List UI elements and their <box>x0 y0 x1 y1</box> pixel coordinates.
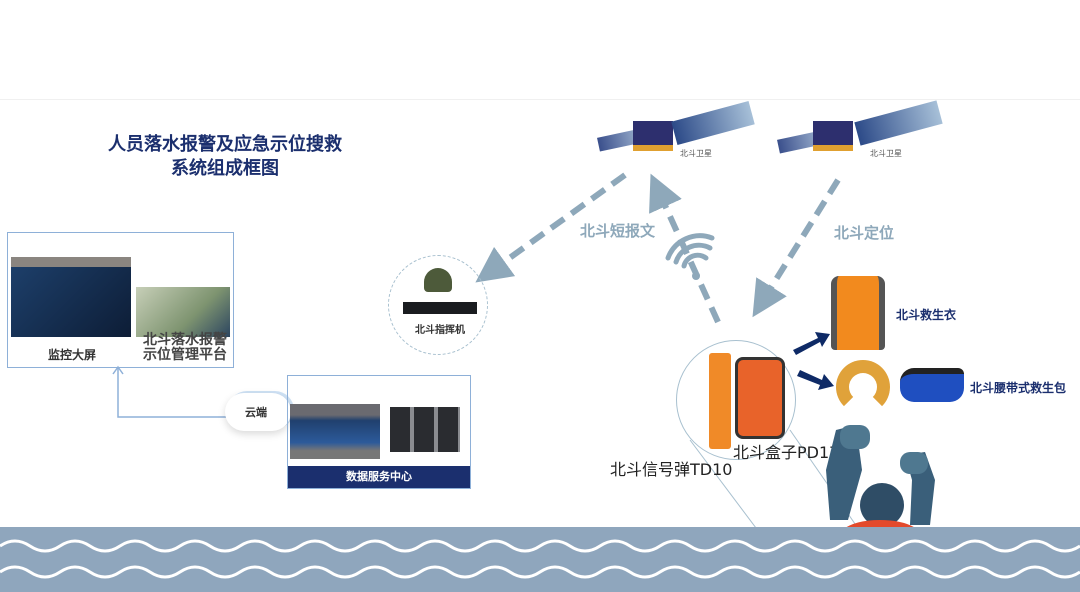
commander-circle: 北斗指挥机 <box>388 255 488 355</box>
server-rack-image <box>390 407 460 452</box>
page-title: 人员落水报警及应急示位搜救 系统组成框图 <box>60 133 390 181</box>
cloud-label: 云端 <box>245 406 267 419</box>
satellite-2-label: 北斗卫星 <box>870 149 902 158</box>
short-message-label: 北斗短报文 <box>580 222 656 240</box>
commander-device-image <box>403 302 477 314</box>
commander-label: 北斗指挥机 <box>415 325 465 336</box>
satellite-1: 北斗卫星 <box>597 101 758 170</box>
lifejacket-label: 北斗救生衣 <box>896 308 957 322</box>
beidou-box-image <box>735 357 785 439</box>
satellite-2: 北斗卫星 <box>777 100 948 170</box>
monitor-screen-label: 监控大屏 <box>48 348 97 362</box>
lifejacket-image <box>831 276 885 350</box>
navy-arrows <box>793 332 834 390</box>
datacenter-panel: 数据服务中心 <box>287 375 471 489</box>
cloud-icon: 云端 <box>225 393 291 431</box>
beltbag-label: 北斗腰带式救生包 <box>970 381 1067 395</box>
cloud-to-monitor-line <box>117 368 226 418</box>
title-line-1: 人员落水报警及应急示位搜救 <box>108 134 342 155</box>
monitor-wall-image <box>11 257 131 337</box>
signal-beacon-image <box>709 353 731 449</box>
beacon-label: 北斗信号弹TD10 <box>610 460 733 479</box>
box-label: 北斗盒子PD17 <box>733 443 840 462</box>
device-circle <box>676 340 796 460</box>
monitor-panel: 监控大屏 北斗落水报警示位管理平台 <box>7 232 234 368</box>
wifi-icon <box>665 233 715 280</box>
datacenter-room-image <box>290 404 380 459</box>
datacenter-label: 数据服务中心 <box>288 466 470 488</box>
positioning-label: 北斗定位 <box>834 224 895 242</box>
title-line-2: 系统组成框图 <box>171 158 279 179</box>
platform-map-image <box>136 287 230 337</box>
beltbag-image <box>900 368 964 402</box>
arrow-to-commander <box>475 172 627 283</box>
antenna-icon <box>424 268 452 292</box>
header-divider <box>0 99 1080 100</box>
satellite-1-label: 北斗卫星 <box>680 149 712 158</box>
platform-label: 北斗落水报警示位管理平台 <box>143 332 227 363</box>
